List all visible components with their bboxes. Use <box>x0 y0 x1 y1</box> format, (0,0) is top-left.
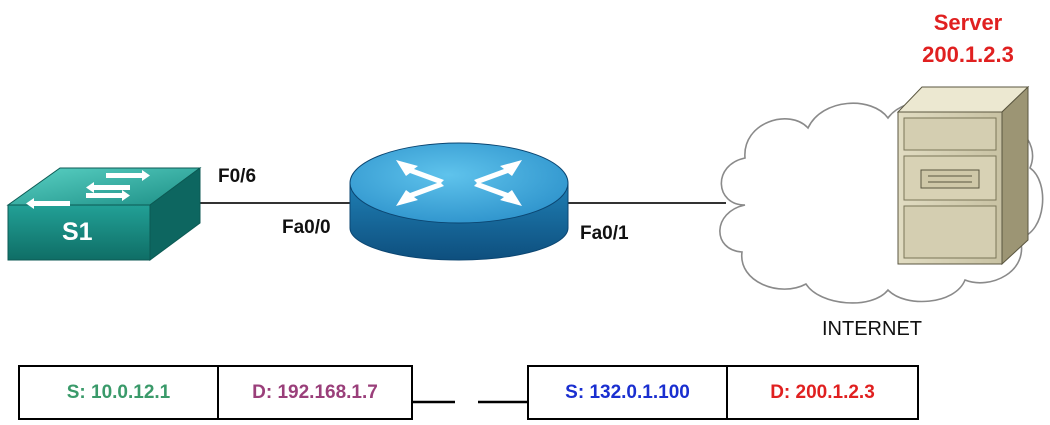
packet-source-inside: S: 10.0.12.1 <box>66 381 171 403</box>
port-label-fa0-0: Fa0/0 <box>282 217 331 238</box>
packet-header-inside: S: 10.0.12.1 D: 192.168.1.7 <box>18 365 413 420</box>
packet-header-outside: S: 132.0.1.100 D: 200.1.2.3 <box>527 365 919 420</box>
packet-destination-outside: D: 200.1.2.3 <box>726 367 917 418</box>
packet-destination-inside: D: 192.168.1.7 <box>217 367 411 418</box>
server-title: Server <box>933 10 1003 35</box>
packet-source-outside: S: 132.0.1.100 <box>565 381 690 403</box>
port-label-fa0-1: Fa0/1 <box>580 223 629 244</box>
server-icon <box>896 85 1030 266</box>
switch-arrows-icon <box>26 170 150 209</box>
internet-label: INTERNET <box>822 318 922 340</box>
switch-label: S1 <box>62 218 93 246</box>
switch-icon <box>6 167 202 261</box>
port-label-f0-6: F0/6 <box>218 166 257 187</box>
router-icon <box>349 142 569 261</box>
router-arrows-icon <box>396 160 522 206</box>
server-ip: 200.1.2.3 <box>922 42 1014 67</box>
